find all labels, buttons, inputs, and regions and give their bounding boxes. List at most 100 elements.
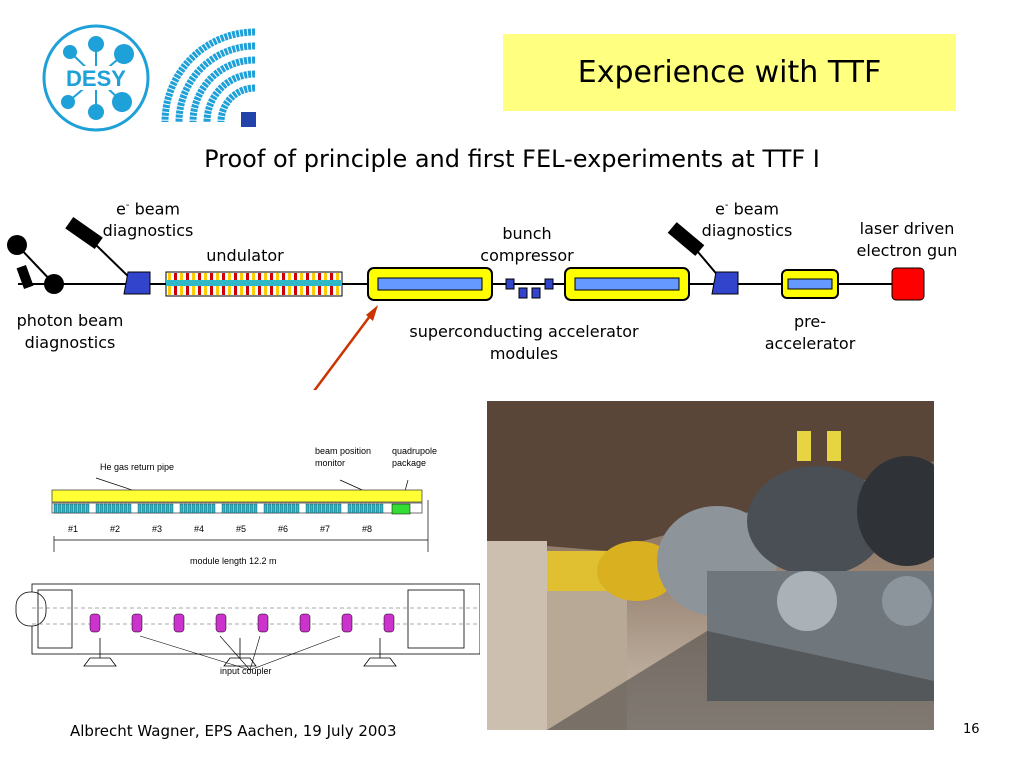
undulator-label: undulator (206, 246, 284, 265)
cavity-cell (379, 503, 384, 514)
input-coupler-icon (89, 613, 101, 633)
cavity-label: #4 (194, 524, 204, 534)
cavity-cell (153, 503, 158, 514)
cavity-cell (195, 503, 200, 514)
cavity-cell (69, 503, 74, 514)
page-number: 16 (963, 722, 980, 737)
cavity-cell (333, 503, 338, 514)
cavity-cell (309, 503, 314, 514)
laser-gun-label: laser driven electron gun (856, 219, 958, 260)
cavity-cell (149, 503, 154, 514)
cavity-cell (325, 503, 330, 514)
cavity-cell (53, 503, 58, 514)
cavity-label: #1 (68, 524, 78, 534)
cavity-cell (295, 503, 300, 514)
cavity-cell (347, 503, 352, 514)
cavity-cell (161, 503, 166, 514)
input-coupler-icon (299, 613, 311, 633)
cavity-cell (283, 503, 288, 514)
cavity-cell (263, 503, 268, 514)
cavity-cell (141, 503, 146, 514)
tunnel-photo (487, 401, 934, 730)
laser-gun-icon (891, 267, 925, 301)
cavity-cell (199, 503, 204, 514)
cavity-cell (99, 503, 104, 514)
cavity-cell (291, 503, 296, 514)
input-coupler-icon (173, 613, 185, 633)
cavity-cell (271, 503, 276, 514)
e-beam-diagnostics-left-label: e- beam diagnostics (102, 199, 194, 241)
cavity-cell (355, 503, 360, 514)
cavity-cell (81, 503, 86, 514)
pre-accelerator-label: pre- accelerator (764, 312, 856, 353)
cavity-cell (103, 503, 108, 514)
cavity-label: #7 (320, 524, 330, 534)
cavity-cell (337, 503, 342, 514)
e-beam-diagnostics-right-icon (667, 222, 739, 295)
monitor-label: monitor (315, 458, 345, 468)
input-coupler-icon (341, 613, 353, 633)
module-drawing-top: #1#2#3#4#5#6#7#8 He gas return pipe beam… (51, 446, 437, 566)
cavity-cell (179, 503, 184, 514)
cavity-cell (187, 503, 192, 514)
cavity-cell (211, 503, 216, 514)
package-label: package (392, 458, 426, 468)
slide-subtitle: Proof of principle and first FEL-experim… (204, 145, 820, 173)
cavity-cell (371, 503, 376, 514)
cavity-cell (119, 503, 124, 514)
cavity-cell (77, 503, 82, 514)
cavity-cell (191, 503, 196, 514)
cavity-cell (165, 503, 170, 514)
module-drawing-bottom: input coupler (15, 583, 480, 676)
cavity-cell (65, 503, 70, 514)
cavity-cell (267, 503, 272, 514)
cavity-label: #8 (362, 524, 372, 534)
sc-module-2-icon (564, 267, 690, 301)
cavity-cell (57, 503, 62, 514)
sc-module-1-icon (367, 267, 493, 301)
cavity-cell (245, 503, 250, 514)
cavity-cell (127, 503, 132, 514)
cavity-cell (157, 503, 162, 514)
cavity-cell (359, 503, 364, 514)
cavity-cell (115, 503, 120, 514)
pre-accelerator-icon (781, 269, 839, 299)
cavity-cell (249, 503, 254, 514)
cavity-cell (169, 503, 174, 514)
cavity-cell (321, 503, 326, 514)
cavity-cell (137, 503, 142, 514)
quadrupole-label: quadrupole (392, 446, 437, 456)
cavity-cell (253, 503, 258, 514)
cavity-label: #2 (110, 524, 120, 534)
cavity-cell (279, 503, 284, 514)
cavity-cell (207, 503, 212, 514)
cavity-cell (73, 503, 78, 514)
cavity-cell (145, 503, 150, 514)
photon-diagnostics-icon (7, 235, 64, 294)
cavity-cell (203, 503, 208, 514)
cavity-label: #3 (152, 524, 162, 534)
undulator-icon (165, 271, 343, 297)
footer-text: Albrecht Wagner, EPS Aachen, 19 July 200… (70, 722, 397, 740)
cavity-cell (367, 503, 372, 514)
cavity-cell (305, 503, 310, 514)
cavity-cell (107, 503, 112, 514)
cavity-label: #5 (236, 524, 246, 534)
svg-text:DESY: DESY (66, 66, 126, 91)
bunch-compressor-label: bunch compressor (480, 224, 574, 265)
title-box: Experience with TTF (503, 34, 956, 111)
arrow-icon (313, 305, 378, 390)
cavity-cell (241, 503, 246, 514)
input-coupler-icon (131, 613, 143, 633)
module-length-label: module length 12.2 m (190, 556, 277, 566)
hgf-logo (155, 22, 265, 132)
cavity-cell (237, 503, 242, 514)
input-coupler-icon (257, 613, 269, 633)
input-coupler-label: input coupler (220, 666, 272, 676)
desy-logo-icon: DESY (42, 24, 150, 132)
e-beam-diagnostics-right-label: e- beam diagnostics (701, 199, 793, 241)
cavity-cell (287, 503, 292, 514)
e-beam-diagnostics-left-icon (65, 216, 151, 295)
cavity-cell (329, 503, 334, 514)
desy-logo: DESY (40, 22, 160, 134)
